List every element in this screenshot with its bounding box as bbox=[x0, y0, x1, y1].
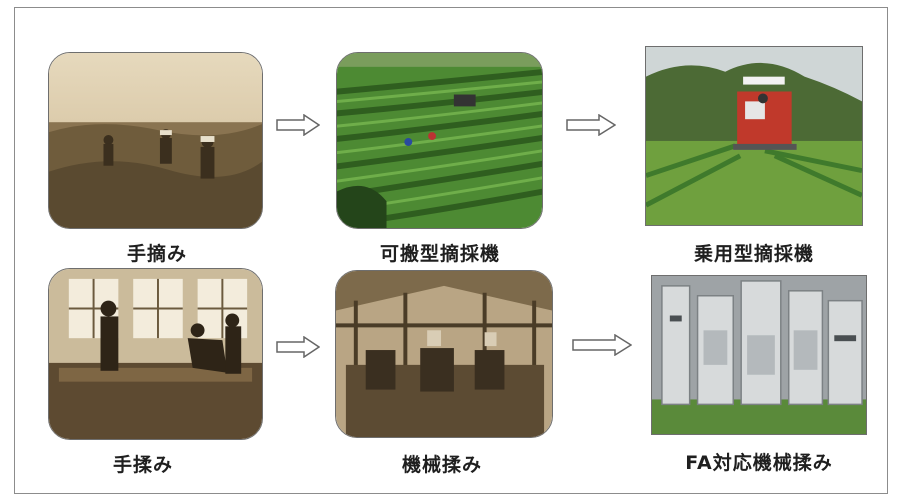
photo-machine-rolling bbox=[335, 270, 553, 438]
hand-rolling-tea-photo bbox=[49, 269, 262, 439]
photo-riding-harvester bbox=[645, 46, 863, 226]
arrow-right-icon bbox=[566, 114, 616, 136]
photo-hand-rolling bbox=[48, 268, 263, 440]
arrow-right-icon bbox=[572, 334, 632, 356]
caption-machine-rolling: 機械揉み bbox=[401, 454, 483, 476]
machine-rolling-factory-photo bbox=[336, 271, 552, 437]
photo-fa-factory bbox=[651, 275, 867, 435]
caption-hand-rolling: 手揉み bbox=[112, 454, 174, 476]
caption-portable-harvester: 可搬型摘採機 bbox=[379, 243, 501, 265]
tea-picking-by-hand-photo bbox=[49, 53, 262, 228]
caption-riding-harvester: 乗用型摘採機 bbox=[693, 243, 815, 265]
caption-hand-picking: 手摘み bbox=[126, 243, 188, 265]
portable-tea-harvester-photo bbox=[337, 53, 542, 228]
photo-portable-harvester bbox=[336, 52, 543, 229]
riding-tea-harvester-photo bbox=[646, 47, 862, 225]
arrow-right-icon bbox=[276, 336, 320, 358]
photo-hand-picking bbox=[48, 52, 263, 229]
arrow-right-icon bbox=[276, 114, 320, 136]
fa-automated-factory-photo bbox=[652, 276, 866, 434]
caption-fa-machine-rolling: FA対応機械揉み bbox=[685, 452, 833, 474]
